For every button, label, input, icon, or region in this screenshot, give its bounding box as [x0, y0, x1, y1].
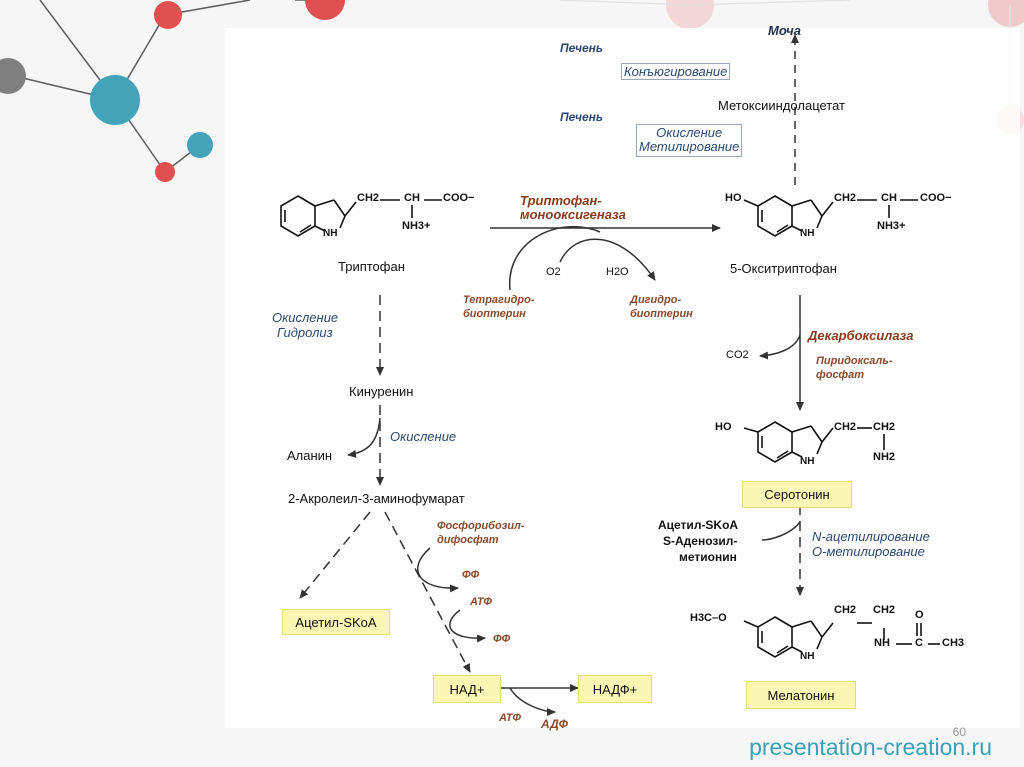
mel-ring-nh: NH	[800, 651, 815, 662]
dhb-line2: биоптерин	[630, 308, 693, 320]
sam-line2: метионин	[679, 550, 737, 564]
o-methylation-label: O-метилирование	[812, 544, 925, 559]
decarboxylase-label: Декарбоксилаза	[808, 328, 914, 343]
gray-node	[0, 58, 26, 94]
atf-label-1: АТФ	[470, 596, 492, 608]
plp-line2: фосфат	[816, 369, 865, 381]
nad-box: НАД+	[433, 675, 501, 703]
melatonin-box: Мелатонин	[746, 681, 856, 709]
mel-nh: NH	[874, 637, 890, 649]
faint-node	[666, 0, 714, 29]
sam-line1: S-Аденозил-	[663, 534, 738, 548]
oxidation-kynurenine-label: Окисление	[390, 429, 457, 444]
mel-h3co: H3C–O	[690, 612, 727, 624]
htp-nh3: NH3+	[877, 220, 906, 232]
trp-coo: COO−	[443, 192, 475, 204]
htp-ch2: CH2	[834, 192, 857, 204]
mel-ch2a: CH2	[834, 604, 857, 616]
prpp-line2: дифосфат	[437, 534, 499, 546]
trp-nh: NH	[323, 228, 338, 239]
mel-o: O	[915, 609, 924, 621]
liver-label-1: Печень	[560, 41, 604, 55]
adf-label: АДФ	[541, 717, 568, 731]
acrolyl-label: 2-Акролеил-3-аминофумарат	[288, 491, 465, 506]
co2-label: CO2	[726, 349, 749, 361]
nadp-box: НАДФ+	[578, 675, 652, 703]
tryptophan-name: Триптофан	[338, 259, 405, 274]
trp-nh3: NH3+	[402, 220, 431, 232]
red-node	[154, 1, 182, 29]
htp-ho: HO	[725, 192, 742, 204]
teal-node	[90, 75, 140, 125]
hydroxytryptophan-structure	[743, 195, 918, 237]
ser-ch2a: CH2	[834, 421, 857, 433]
methylation-top-label: Метилирование	[639, 139, 740, 155]
methoxyindoleacetate-label: Метоксииндолацетат	[718, 98, 845, 113]
serotonin-structure	[743, 421, 885, 463]
htp-nh: NH	[800, 228, 815, 239]
mel-ch2b: CH2	[873, 604, 896, 616]
kynurenine-label: Кинуренин	[349, 384, 414, 399]
page-number: 60	[952, 725, 966, 739]
oxidation-left-label: Окисление	[272, 310, 339, 325]
ser-nh2: NH2	[873, 451, 896, 463]
ff-label-2: ФФ	[493, 633, 511, 645]
ser-ch2b: CH2	[873, 421, 896, 433]
dhb-line1: Дигидро-	[630, 294, 682, 306]
site-watermark: presentation-creation.ru	[749, 734, 992, 760]
tryptophan-structure	[280, 195, 442, 237]
plp-line1: Пиридоксаль-	[816, 355, 893, 367]
melatonin-structure	[743, 616, 940, 658]
liver-label-2: Печень	[560, 110, 604, 124]
thb-line1: Тетрагидро-	[463, 294, 535, 306]
oxidation-methylation-box: Окисление Метилирование	[636, 124, 743, 157]
alanine-label: Аланин	[287, 448, 333, 463]
trp-ch2: CH2	[357, 192, 380, 204]
hydrolysis-label: Гидролиз	[277, 325, 333, 340]
enzyme-line1: Триптофан-	[520, 193, 602, 208]
acetyl-scoa-box-left: Ацетил-SKoA	[282, 609, 390, 635]
mel-c: C	[915, 637, 923, 649]
acetyl-scoa-right-label: Ацетил-SKoA	[658, 518, 739, 532]
red-node-top	[305, 0, 345, 20]
decorative-molecule-network	[0, 0, 1024, 182]
ser-nh: NH	[800, 456, 815, 467]
conjugation-label: Конъюгирование	[621, 63, 731, 80]
ser-ho: HO	[715, 421, 732, 433]
teal-node-small	[187, 132, 213, 158]
ff-label-1: ФФ	[462, 569, 480, 581]
h2o-label: H2O	[606, 266, 629, 278]
atf-label-2: АТФ	[499, 712, 521, 724]
thb-line2: биоптерин	[463, 308, 526, 320]
htp-ch: CH	[881, 192, 897, 204]
hydroxytryptophan-name: 5-Окситриптофан	[730, 261, 837, 276]
n-acetylation-label: N-ацетилирование	[812, 529, 930, 544]
red-node-small	[155, 162, 175, 182]
htp-coo: COO−	[920, 192, 952, 204]
oxidation-top-label: Окисление	[656, 125, 723, 140]
prpp-line1: Фосфорибозил-	[437, 520, 525, 532]
reaction-arrows	[299, 34, 804, 716]
mel-ch3: CH3	[942, 637, 965, 649]
o2-label: O2	[546, 266, 561, 278]
serotonin-box: Серотонин	[742, 481, 852, 508]
trp-ch: CH	[404, 192, 420, 204]
urine-label: Моча	[768, 23, 801, 38]
faint-node-right	[988, 0, 1024, 27]
enzyme-line2: монооксигеназа	[520, 207, 626, 222]
